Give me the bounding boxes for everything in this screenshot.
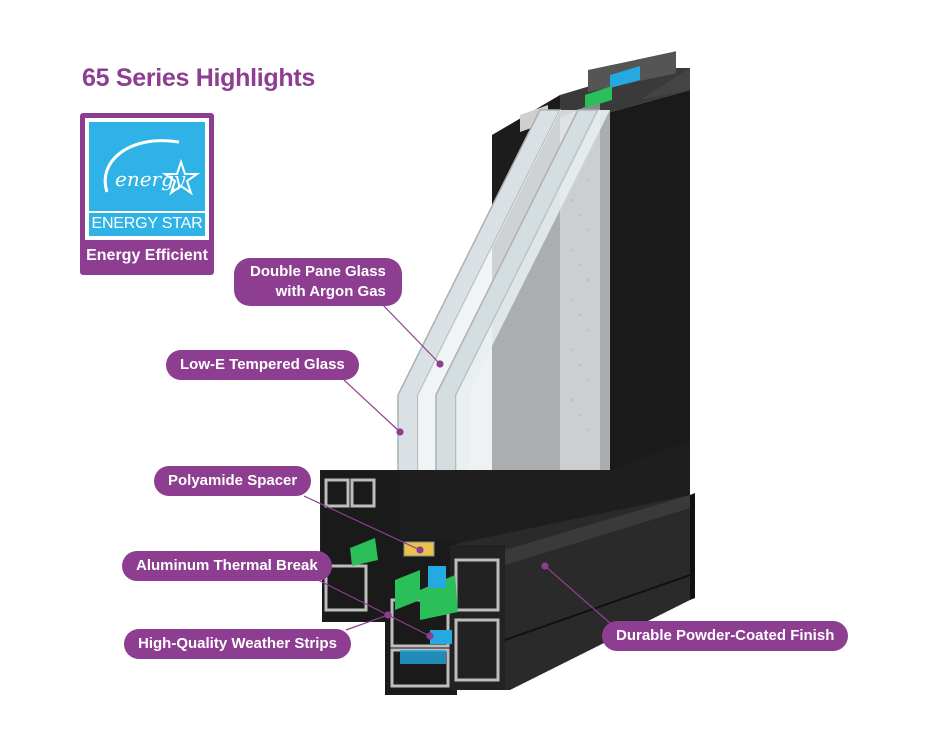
energy-star-logo: energy ENERGY STAR bbox=[89, 122, 205, 236]
energy-star-icon: energy bbox=[103, 139, 201, 196]
profile-cross-section bbox=[322, 472, 505, 695]
callout-leaders bbox=[303, 303, 611, 640]
callout-line-2: with Argon Gas bbox=[275, 283, 386, 300]
energy-script-text: energy bbox=[115, 167, 186, 191]
page-title: 65 Series Highlights bbox=[82, 64, 315, 92]
callout-low-e-tempered-glass: Low-E Tempered Glass bbox=[166, 350, 359, 380]
energy-star-badge: energy ENERGY STAR Energy Efficient bbox=[80, 113, 214, 275]
energy-star-name: ENERGY STAR bbox=[91, 215, 203, 232]
callout-aluminum-thermal-break: Aluminum Thermal Break bbox=[122, 551, 332, 581]
callout-line-1: Double Pane Glass bbox=[250, 263, 386, 280]
callout-powder-coated-finish: Durable Powder-Coated Finish bbox=[602, 621, 849, 651]
badge-caption: Energy Efficient bbox=[86, 247, 208, 264]
bottom-frame-profile bbox=[320, 440, 695, 690]
callout-double-pane-glass: Double Pane Glass with Argon Gas bbox=[234, 258, 402, 306]
callout-polyamide-spacer: Polyamide Spacer bbox=[154, 466, 312, 496]
callout-weather-strips: High-Quality Weather Strips bbox=[124, 629, 351, 659]
